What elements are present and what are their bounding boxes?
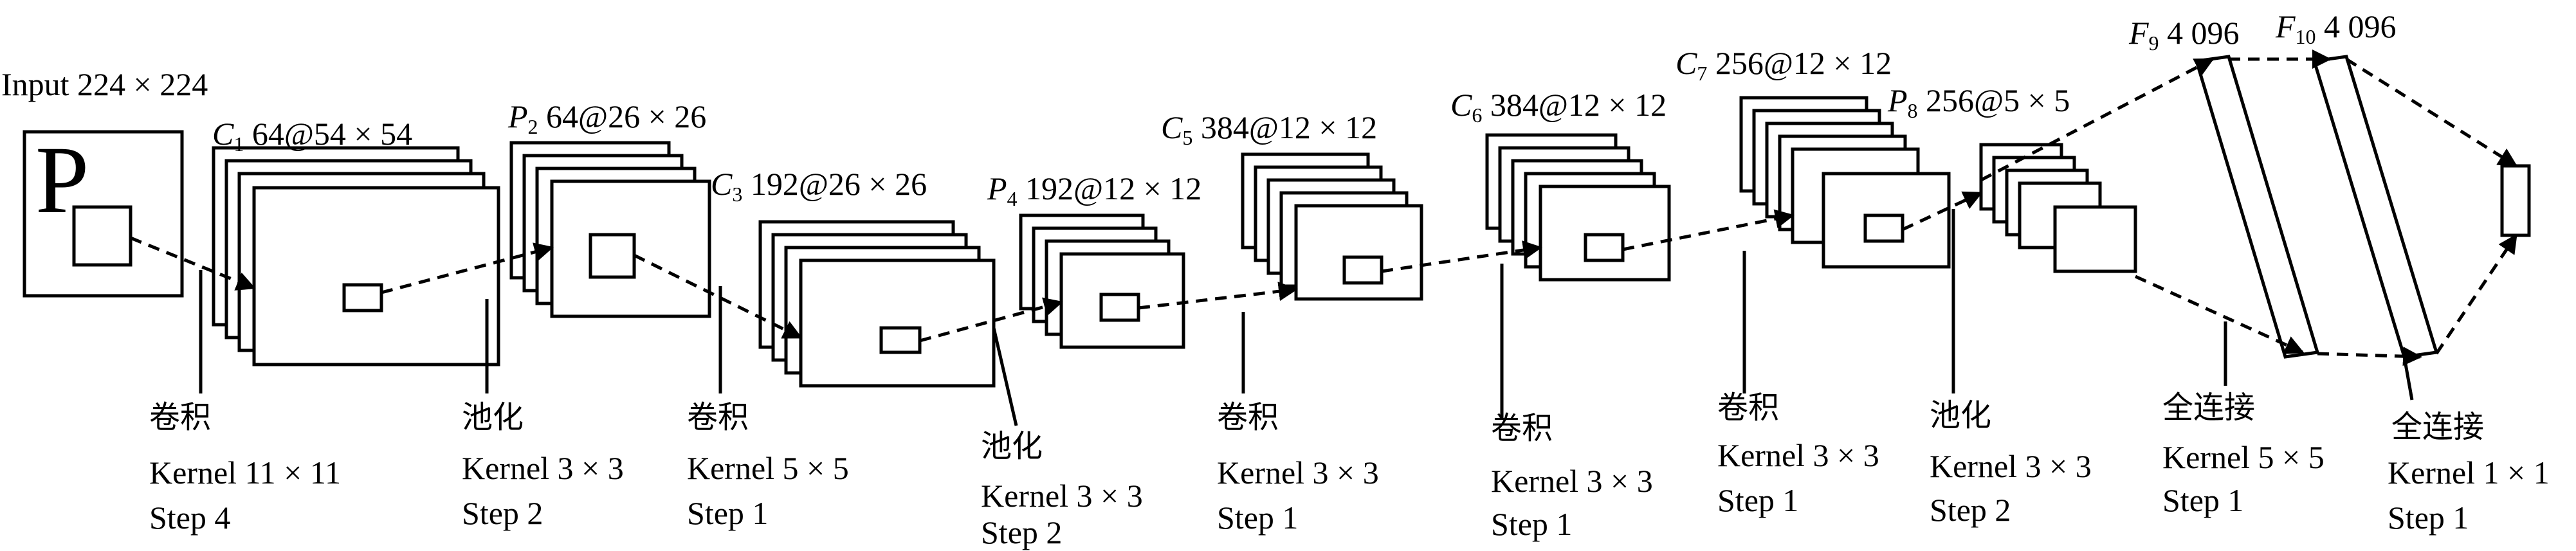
layer-c5-stack	[1241, 152, 1423, 301]
layer-p2-stack	[509, 141, 711, 318]
layer-p8-stack	[1979, 143, 2137, 273]
c7-receptive-field	[1863, 213, 1905, 243]
svg-text:Kernel 3 × 3: Kernel 3 × 3	[1717, 437, 1879, 473]
svg-text:Kernel 3 × 3: Kernel 3 × 3	[1491, 463, 1653, 499]
svg-text:Step 1: Step 1	[687, 495, 768, 531]
svg-text:Kernel 3 × 3: Kernel 3 × 3	[462, 450, 624, 486]
layer-p2-label: P2 64@26 × 26	[507, 98, 706, 138]
output-node	[2500, 164, 2531, 237]
layer-f9-label: F9 4 096	[2128, 15, 2240, 55]
svg-text:池化: 池化	[462, 399, 524, 435]
c5-receptive-field	[1342, 255, 1384, 285]
op-caption-5: 卷积 Kernel 3 × 3 Step 1	[1217, 399, 1379, 536]
input-label: Input 224 × 224	[1, 66, 208, 102]
layer-p8-label: P8 256@5 × 5	[1887, 82, 2070, 122]
layer-c7-stack	[1739, 96, 1951, 269]
svg-text:Kernel 5 × 5: Kernel 5 × 5	[687, 450, 849, 486]
svg-text:Kernel 3 × 3: Kernel 3 × 3	[981, 478, 1143, 514]
layer-f10-bar	[2312, 55, 2439, 359]
svg-text:卷积: 卷积	[1717, 390, 1779, 426]
svg-text:池化: 池化	[981, 428, 1043, 464]
p2-receptive-field	[589, 233, 636, 279]
op-caption-2: 池化 Kernel 3 × 3 Step 2	[462, 399, 624, 531]
op-caption-9: 全连接 Kernel 5 × 5 Step 1	[2162, 390, 2325, 518]
svg-text:Kernel 5 × 5: Kernel 5 × 5	[2162, 439, 2325, 475]
op-caption-8: 池化 Kernel 3 × 3 Step 2	[1930, 397, 2092, 528]
layer-f9-bar	[2194, 55, 2320, 359]
op-caption-1: 卷积 Kernel 11 × 11 Step 4	[149, 399, 341, 536]
layer-c5-label: C5 384@12 × 12	[1161, 109, 1377, 149]
layer-c1-stack	[212, 146, 500, 366]
layer-c6-stack	[1485, 133, 1671, 282]
svg-text:Step 1: Step 1	[1491, 506, 1572, 542]
svg-text:卷积: 卷积	[1217, 399, 1279, 435]
svg-text:Kernel 11 × 11: Kernel 11 × 11	[149, 455, 341, 491]
op-caption-7: 卷积 Kernel 3 × 3 Step 1	[1717, 390, 1879, 518]
layer-c3-stack	[758, 220, 996, 388]
svg-text:Step 1: Step 1	[1217, 500, 1298, 536]
layer-c1-label: C1 64@54 × 54	[212, 116, 412, 156]
svg-text:Step 1: Step 1	[2388, 500, 2469, 536]
flow-arrows	[130, 50, 2518, 366]
svg-text:池化: 池化	[1930, 397, 1991, 433]
svg-text:Kernel 3 × 3: Kernel 3 × 3	[1930, 448, 2092, 484]
svg-text:Step 1: Step 1	[1717, 482, 1798, 518]
svg-text:Step 2: Step 2	[462, 495, 543, 531]
layer-c7-label: C7 256@12 × 12	[1676, 45, 1892, 85]
layer-f10-label: F10 4 096	[2275, 8, 2397, 48]
c1-receptive-field	[342, 283, 383, 312]
input-receptive-field	[72, 205, 132, 267]
input-image: Input 224 × 224 P	[1, 66, 208, 298]
svg-text:全连接: 全连接	[2391, 409, 2484, 445]
op-caption-3: 卷积 Kernel 5 × 5 Step 1	[687, 399, 849, 531]
op-caption-10: 全连接 Kernel 1 × 1 Step 1	[2388, 409, 2550, 536]
svg-text:Step 2: Step 2	[981, 514, 1062, 550]
p4-receptive-field	[1099, 293, 1140, 322]
svg-text:Kernel 1 × 1: Kernel 1 × 1	[2388, 455, 2550, 491]
layer-p4-label: P4 192@12 × 12	[987, 170, 1201, 210]
layer-c6-label: C6 384@12 × 12	[1450, 87, 1667, 127]
svg-text:Step 1: Step 1	[2162, 482, 2243, 518]
c6-receptive-field	[1584, 233, 1625, 262]
op-caption-4: 池化 Kernel 3 × 3 Step 2	[981, 428, 1143, 550]
svg-text:Kernel 3 × 3: Kernel 3 × 3	[1217, 455, 1379, 491]
svg-text:卷积: 卷积	[149, 399, 211, 435]
svg-text:卷积: 卷积	[1491, 410, 1553, 446]
layer-p4-stack	[1019, 213, 1185, 349]
svg-text:Step 2: Step 2	[1930, 492, 2011, 528]
svg-text:全连接: 全连接	[2162, 390, 2255, 426]
leader-lines	[199, 209, 2414, 426]
c3-receptive-field	[879, 326, 922, 354]
op-caption-6: 卷积 Kernel 3 × 3 Step 1	[1491, 410, 1653, 542]
layer-c3-label: C3 192@26 × 26	[711, 166, 927, 206]
svg-text:Step 4: Step 4	[149, 500, 230, 536]
svg-text:卷积: 卷积	[687, 399, 749, 435]
